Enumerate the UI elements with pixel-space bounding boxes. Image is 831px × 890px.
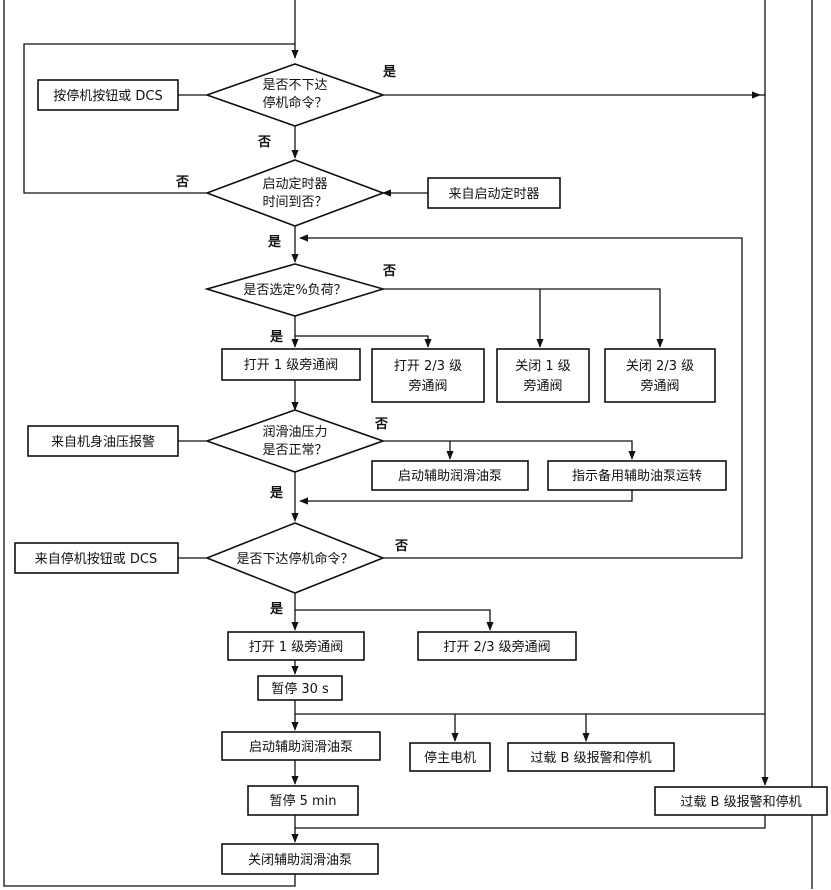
decision-line-2: 是否正常？	[262, 443, 327, 458]
node-open-stage1: 打开 1 级旁通阀	[221, 348, 361, 381]
no-label: 否	[382, 264, 396, 279]
decision-stop-issued: 是否下达停机命令？	[204, 522, 386, 594]
node-close-aux-pump: 关闭辅助润滑油泵	[221, 843, 379, 875]
node-label: 暂停 5 min	[269, 793, 336, 809]
decision-line-2: 时间到否？	[262, 195, 327, 210]
node-label-line-1: 关闭 2/3 级	[626, 359, 694, 374]
node-label: 过载 B 级报警和停机	[680, 794, 801, 810]
decision-timer: 启动定时器 时间到否？	[204, 159, 386, 227]
node-label-line-2: 旁通阀	[408, 378, 447, 394]
decision-oil-pressure: 润滑油压力 是否正常？	[204, 409, 386, 473]
node-label: 启动辅助润滑油泵	[398, 469, 502, 484]
node-label: 暂停 30 s	[271, 681, 329, 697]
yes-label: 是	[267, 235, 282, 250]
node-label: 按停机按钮或 DCS	[53, 88, 162, 104]
yes-label: 是	[382, 65, 397, 80]
node-overload-b-2: 过载 B 级报警和停机	[654, 786, 828, 816]
node-label: 来自停机按钮或 DCS	[35, 551, 157, 567]
node-open-stage1-b: 打开 1 级旁通阀	[227, 631, 365, 661]
node-open-stage23-b: 打开 2/3 级旁通阀	[417, 631, 577, 661]
node-label: 指示备用辅助油泵运转	[572, 468, 702, 484]
node-label: 打开 2/3 级旁通阀	[443, 639, 550, 655]
decision-line-1: 润滑油压力	[262, 425, 327, 440]
node-label: 启动辅助润滑油泵	[249, 740, 353, 755]
node-close-stage1: 关闭 1 级 旁通阀	[496, 348, 590, 403]
decision-line-1: 是否不下达	[262, 78, 327, 93]
node-from-stop-button-dcs: 来自停机按钮或 DCS	[14, 542, 179, 574]
node-indicate-backup-pump: 指示备用辅助油泵运转	[547, 460, 727, 491]
no-label: 否	[374, 417, 388, 432]
node-close-stage23: 关闭 2/3 级 旁通阀	[604, 348, 716, 403]
node-label-line-1: 关闭 1 级	[515, 359, 571, 374]
node-stop-main-motor: 停主电机	[409, 742, 491, 772]
node-label: 来自机身油压报警	[51, 434, 155, 450]
node-pause-5min: 暂停 5 min	[247, 785, 359, 816]
yes-label: 是	[269, 486, 284, 501]
node-open-stage23: 打开 2/3 级 旁通阀	[371, 348, 485, 403]
node-label-line-2: 旁通阀	[523, 378, 562, 394]
node-label-line-1: 打开 2/3 级	[394, 359, 462, 374]
no-label: 否	[394, 539, 408, 554]
node-label: 停主电机	[424, 750, 476, 766]
no-label: 否	[175, 175, 189, 190]
node-label: 来自启动定时器	[448, 187, 539, 202]
node-from-start-timer: 来自启动定时器	[427, 177, 561, 209]
node-start-aux-pump-a: 启动辅助润滑油泵	[371, 460, 529, 491]
decision-line-2: 停机命令？	[262, 95, 327, 111]
node-label: 过载 B 级报警和停机	[530, 750, 651, 766]
node-start-aux-pump-b: 启动辅助润滑油泵	[221, 731, 381, 761]
node-label-line-2: 旁通阀	[640, 378, 679, 394]
yes-label: 是	[269, 330, 284, 345]
decision-line: 是否选定%负荷？	[243, 283, 346, 298]
decision-load: 是否选定%负荷？	[204, 263, 386, 317]
node-label: 打开 1 级旁通阀	[244, 357, 339, 373]
connectors	[3, 0, 813, 889]
decision-stop-command: 是否不下达 停机命令？	[204, 63, 386, 127]
decision-line: 是否下达停机命令？	[236, 551, 353, 567]
no-label: 否	[257, 135, 271, 150]
node-stop-button-dcs: 按停机按钮或 DCS	[37, 79, 179, 111]
node-overload-b-1: 过载 B 级报警和停机	[507, 742, 675, 772]
node-label: 打开 1 级旁通阀	[249, 639, 344, 655]
node-pause-30s: 暂停 30 s	[257, 675, 343, 701]
decision-line-1: 启动定时器	[262, 177, 327, 192]
node-label: 关闭辅助润滑油泵	[248, 853, 352, 868]
node-from-oil-alarm: 来自机身油压报警	[27, 425, 179, 457]
yes-label: 是	[269, 602, 284, 617]
